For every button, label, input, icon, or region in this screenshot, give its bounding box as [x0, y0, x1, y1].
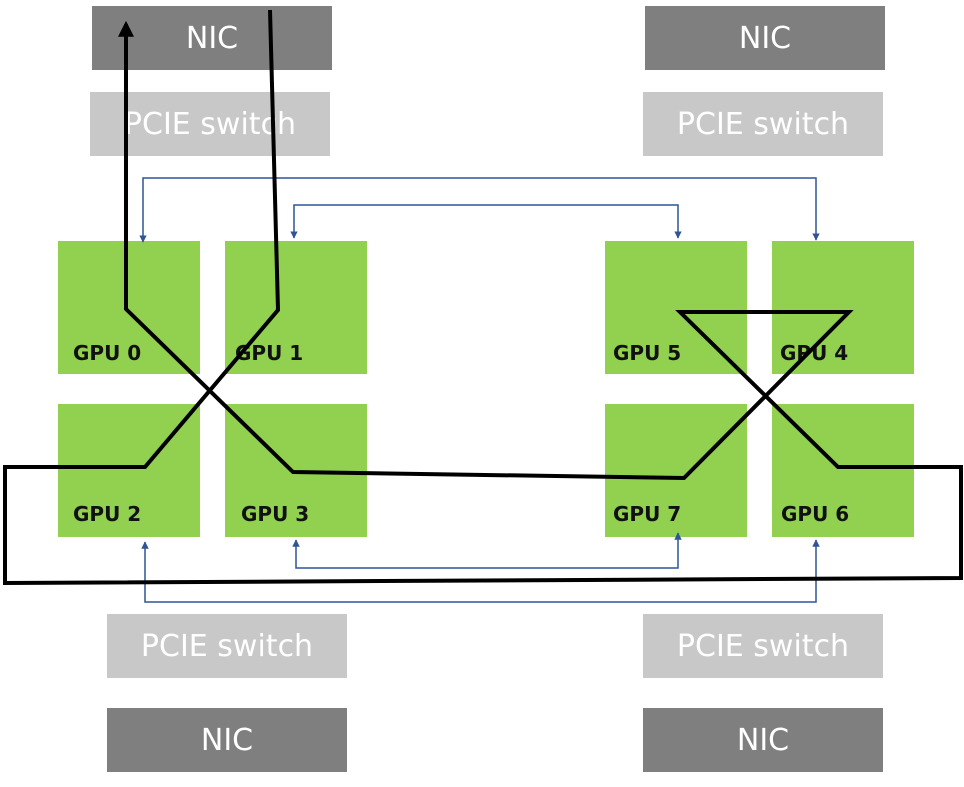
nic-bottom-right-label: NIC [736, 722, 790, 758]
gpu-6-label: GPU 6 [781, 502, 850, 526]
gpu-1: GPU 1 [225, 241, 367, 374]
link-gpu1-gpu5 [290, 204, 682, 239]
gpu-5-label: GPU 5 [613, 341, 682, 365]
nic-top-right: NIC [645, 6, 885, 70]
gpu-2-label: GPU 2 [73, 502, 142, 526]
pcie-switch-top-left: PCIE switch [90, 92, 330, 156]
nic-bottom-right: NIC [643, 708, 883, 772]
link-gpu0-gpu4 [139, 177, 820, 243]
pcie-switch-bottom-right: PCIE switch [643, 614, 883, 678]
link-gpu2-gpu6 [141, 539, 820, 603]
gpu-0: GPU 0 [58, 241, 200, 374]
nic-top-right-label: NIC [738, 20, 792, 56]
gpu-3-label: GPU 3 [241, 502, 310, 526]
gpu-0-label: GPU 0 [73, 341, 142, 365]
gpu-7: GPU 7 [605, 404, 747, 537]
nic-bottom-left-label: NIC [200, 722, 254, 758]
link-gpu3-gpu7 [292, 532, 682, 569]
pcie-switch-top-right-label: PCIE switch [676, 106, 850, 142]
pcie-switch-top-right: PCIE switch [643, 92, 883, 156]
pcie-switch-bottom-left-label: PCIE switch [140, 628, 314, 664]
gpu-2: GPU 2 [58, 404, 200, 537]
pcie-switch-bottom-right-label: PCIE switch [676, 628, 850, 664]
pcie-switch-top-left-label: PCIE switch [123, 106, 297, 142]
gpu-7-label: GPU 7 [613, 502, 682, 526]
pcie-switch-bottom-left: PCIE switch [107, 614, 347, 678]
nic-bottom-left: NIC [107, 708, 347, 772]
nic-top-left-label: NIC [185, 20, 239, 56]
ring-path-nic-in [3, 9, 963, 586]
gpu-4: GPU 4 [772, 241, 914, 374]
nic-top-left: NIC [92, 6, 332, 70]
